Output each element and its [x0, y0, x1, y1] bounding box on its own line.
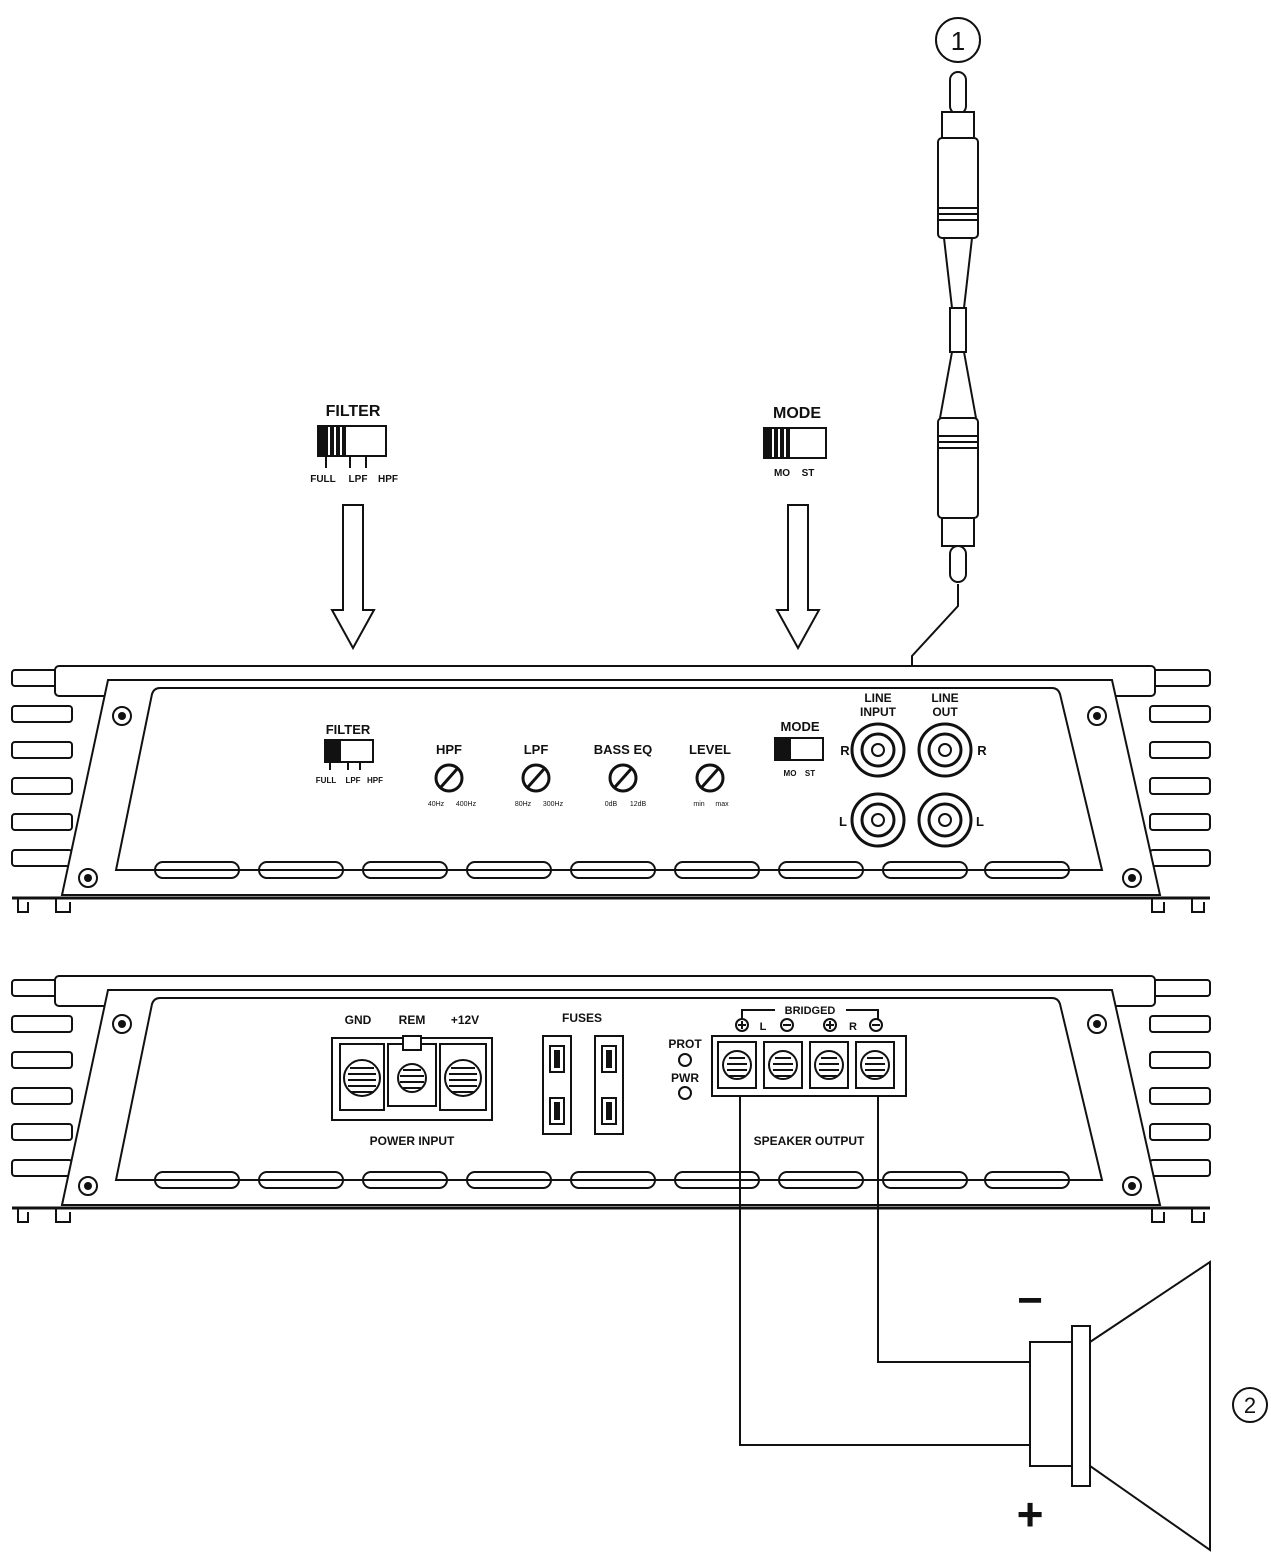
terminal-rem-label: REM: [399, 1013, 426, 1027]
speaker-channel-l: L: [760, 1021, 767, 1033]
knob-lpf[interactable]: LPF 80Hz 300Hz: [515, 742, 564, 808]
filter-pos-hpf: HPF: [378, 474, 398, 485]
led-pwr-label: PWR: [671, 1071, 699, 1085]
filter-pos-full: FULL: [310, 474, 336, 485]
rear-screw: [78, 1014, 1142, 1196]
callout-1-label: 1: [951, 26, 965, 56]
knob-bass-eq-min: 0dB: [605, 801, 618, 808]
rca-cable: [894, 71, 979, 801]
knob-level-label: LEVEL: [689, 742, 731, 757]
line-input-l: L: [839, 814, 847, 829]
callout-2-label: 2: [1244, 1393, 1256, 1418]
mode-switch-title: MODE: [773, 405, 821, 422]
speaker-output-label: SPEAKER OUTPUT: [754, 1134, 865, 1148]
terminal-12v-label: +12V: [451, 1013, 479, 1027]
knob-lpf-max: 300Hz: [543, 801, 564, 808]
knob-bass-eq-label: BASS EQ: [594, 742, 653, 757]
fuses[interactable]: FUSES: [542, 1011, 624, 1135]
plus-icon: [735, 1018, 749, 1032]
callout-2: 2: [1232, 1387, 1268, 1423]
speaker-icon: − +: [1017, 1260, 1211, 1552]
line-out-l: L: [976, 814, 984, 829]
speaker-channel-r: R: [849, 1021, 857, 1033]
knob-bass-eq[interactable]: BASS EQ 0dB 12dB: [594, 742, 653, 808]
bridged-label: BRIDGED: [785, 1005, 836, 1017]
knob-lpf-label: LPF: [524, 742, 549, 757]
line-input-jacks[interactable]: LINE INPUT R L: [839, 691, 906, 848]
fuses-label: FUSES: [562, 1011, 602, 1025]
front-screw: [78, 706, 1142, 888]
power-input-terminal[interactable]: GND REM +12V POWER INPUT: [331, 1013, 493, 1148]
mode-pos-mo: MO: [774, 468, 790, 479]
minus-icon: [780, 1018, 794, 1032]
knob-hpf[interactable]: HPF 40Hz 400Hz: [428, 742, 477, 808]
panel-filter-full: FULL: [316, 776, 337, 785]
heatsink-fins-left: [11, 669, 73, 867]
panel-mode-switch[interactable]: MODE MO ST: [774, 719, 824, 778]
filter-pos-lpf: LPF: [349, 474, 368, 485]
knob-bass-eq-max: 12dB: [630, 801, 647, 808]
panel-mode-mo: MO: [784, 769, 797, 778]
panel-filter-title: FILTER: [326, 722, 371, 737]
filter-switch-title: FILTER: [326, 403, 381, 420]
line-input-r: R: [840, 743, 850, 758]
line-out-jacks[interactable]: LINE OUT R L: [917, 691, 987, 848]
amplifier-rear-panel: GND REM +12V POWER INPUT FUSES: [11, 975, 1211, 1223]
knob-hpf-label: HPF: [436, 742, 462, 757]
knob-level[interactable]: LEVEL min max: [689, 742, 731, 808]
panel-filter-hpf: HPF: [367, 776, 383, 785]
panel-filter-switch: FILTER FULL LPF HPF: [316, 722, 383, 785]
line-out-r: R: [977, 743, 987, 758]
rear-heatsink-fins-left: [11, 979, 73, 1177]
line-input-label-2: INPUT: [860, 705, 897, 719]
mode-arrow: [775, 504, 821, 651]
knob-hpf-max: 400Hz: [456, 801, 477, 808]
plus-icon: [823, 1018, 837, 1032]
knob-lpf-min: 80Hz: [515, 801, 532, 808]
speaker-minus-sign: −: [1017, 1276, 1043, 1325]
rear-vents: [154, 1171, 1070, 1189]
line-out-label-1: LINE: [931, 691, 958, 705]
led-prot-label: PROT: [668, 1037, 702, 1051]
speaker-plus-sign: +: [1017, 1488, 1044, 1540]
filter-arrow: [330, 504, 376, 651]
line-out-label-2: OUT: [932, 705, 958, 719]
minus-icon: [869, 1018, 883, 1032]
terminal-gnd-label: GND: [345, 1013, 372, 1027]
front-vents: [154, 861, 1070, 879]
heatsink-fins-right: [1149, 669, 1211, 867]
filter-switch-detail: FILTER FULL LPF HPF: [310, 403, 398, 485]
callout-1: 1: [935, 17, 981, 63]
power-input-label: POWER INPUT: [370, 1134, 455, 1148]
knob-hpf-min: 40Hz: [428, 801, 445, 808]
panel-mode-st: ST: [805, 769, 815, 778]
knob-level-min: min: [693, 801, 704, 808]
rear-heatsink-fins-right: [1149, 979, 1211, 1177]
panel-filter-lpf: LPF: [345, 776, 360, 785]
speaker-wires: [739, 1096, 1030, 1446]
amplifier-front-panel: FILTER FULL LPF HPF HPF 40Hz 400Hz LPF 8…: [11, 665, 1211, 913]
knob-level-max: max: [715, 801, 729, 808]
line-input-label-1: LINE: [864, 691, 891, 705]
mode-switch-detail: MODE MO ST: [763, 405, 827, 479]
panel-mode-title: MODE: [781, 719, 820, 734]
mode-pos-st: ST: [802, 468, 815, 479]
speaker-output-terminal[interactable]: BRIDGED L R: [711, 1005, 907, 1148]
status-leds: PROT PWR: [668, 1037, 702, 1100]
